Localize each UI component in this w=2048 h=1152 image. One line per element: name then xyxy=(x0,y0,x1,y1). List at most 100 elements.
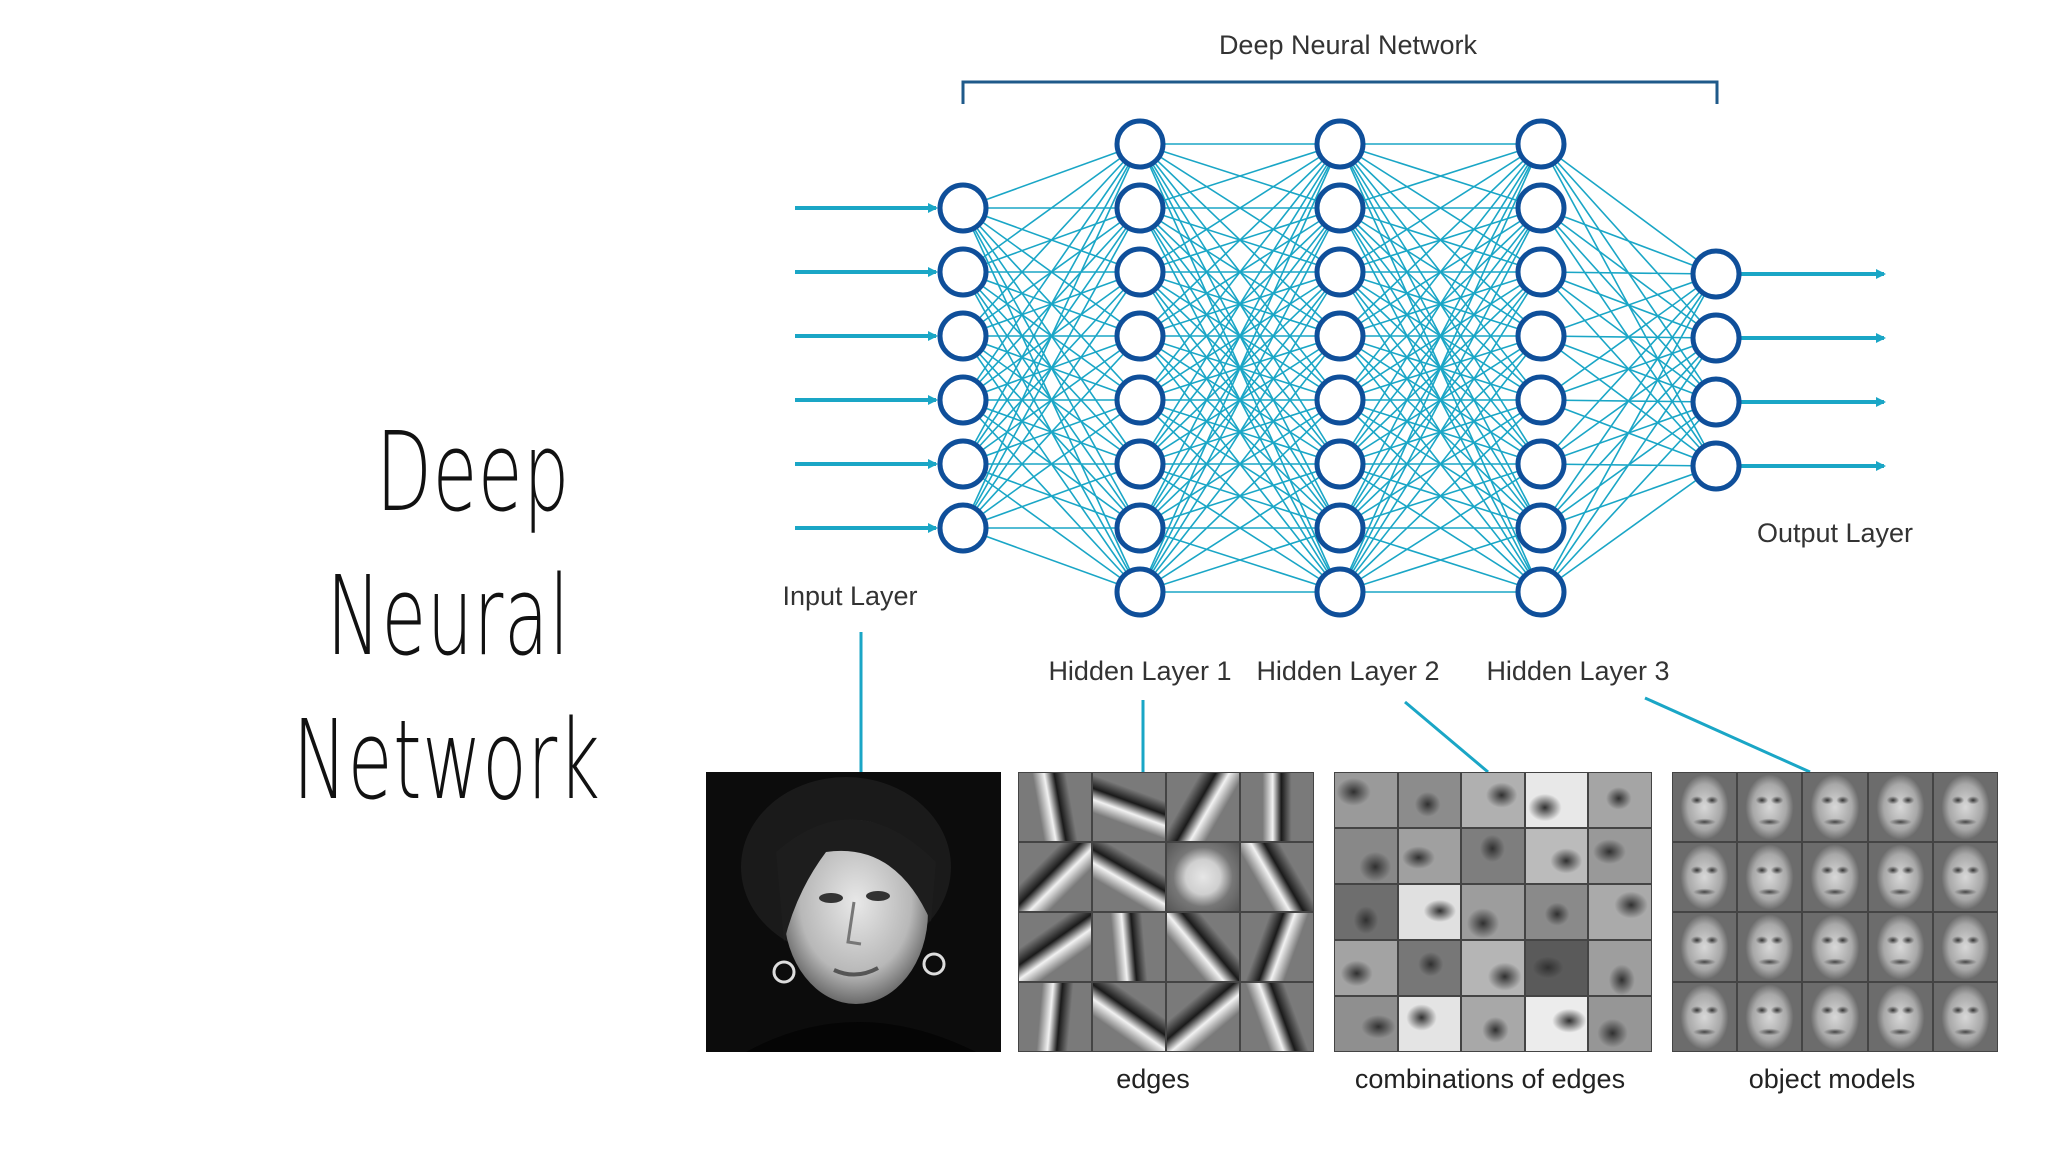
edge-filter-tile xyxy=(1166,772,1240,842)
connection xyxy=(1540,207,1717,275)
neuron-layer-2 xyxy=(1314,246,1366,298)
connection xyxy=(962,463,1141,529)
edge-combination-tile xyxy=(1334,940,1398,996)
connection xyxy=(1540,465,1717,593)
edge-filter-tile xyxy=(1092,912,1166,982)
neuron-layer-3 xyxy=(1515,246,1567,298)
connection xyxy=(962,527,1141,593)
edge-combination-tile xyxy=(1524,772,1589,828)
connection xyxy=(1339,143,1542,593)
caption-object-models: object models xyxy=(1749,1064,1916,1094)
connector-hidden-2 xyxy=(1404,700,1489,774)
hidden-layer-2-label: Hidden Layer 2 xyxy=(1256,656,1439,686)
edge-filter-tile xyxy=(1166,912,1240,982)
neuron-layer-3 xyxy=(1515,118,1567,170)
edge-combination-tile xyxy=(1334,828,1398,884)
connection xyxy=(1339,143,1542,465)
neuron-layer-0 xyxy=(937,502,989,554)
slide-title: Deep Neural Network xyxy=(292,400,601,832)
connection xyxy=(962,207,1141,529)
connection xyxy=(1540,401,1717,593)
title-line-3: Network xyxy=(292,696,601,824)
neuron-layer-1 xyxy=(1114,438,1166,490)
face-model-tile xyxy=(1672,842,1738,912)
neuron-layer-0 xyxy=(937,310,989,362)
edge-combination-tile xyxy=(1397,996,1462,1052)
neuron-layer-1 xyxy=(1114,118,1166,170)
connection xyxy=(1139,143,1341,465)
edge-filter-tile xyxy=(1166,982,1240,1052)
edge-combination-tile xyxy=(1397,828,1462,884)
neuron-layer-1 xyxy=(1114,502,1166,554)
connection xyxy=(1339,207,1542,593)
connection xyxy=(1540,273,1717,465)
combinations-panel xyxy=(1334,772,1652,1052)
face-model-tile xyxy=(1932,912,1998,982)
neuron-layer-0 xyxy=(937,182,989,234)
connection xyxy=(1540,271,1717,275)
caption-edges: edges xyxy=(1116,1064,1190,1094)
caption-combinations: combinations of edges xyxy=(1355,1064,1625,1094)
face-model-tile xyxy=(1867,982,1933,1052)
face-model-tile xyxy=(1737,772,1803,842)
neuron-layer-2 xyxy=(1314,310,1366,362)
edges-panel xyxy=(1018,772,1314,1052)
edge-combination-tile xyxy=(1397,940,1462,996)
connection xyxy=(1339,143,1542,273)
face-model-tile xyxy=(1672,912,1738,982)
connection xyxy=(1540,143,1717,275)
connection xyxy=(1139,143,1341,337)
edge-combination-tile xyxy=(1588,940,1652,996)
connection xyxy=(1139,335,1341,593)
face-photo-icon xyxy=(741,777,976,1052)
edge-combination-tile xyxy=(1461,996,1525,1052)
face-model-tile xyxy=(1932,842,1998,912)
neuron-layer-4 xyxy=(1690,376,1742,428)
neuron-layer-1 xyxy=(1114,374,1166,426)
connection xyxy=(1139,143,1341,593)
network-bracket xyxy=(961,80,1719,104)
edge-filter-tile xyxy=(1018,772,1092,842)
connections xyxy=(962,143,1717,593)
neuron-layer-3 xyxy=(1515,374,1567,426)
connection xyxy=(1339,527,1542,593)
neuron-layer-3 xyxy=(1515,438,1567,490)
connection xyxy=(1339,143,1542,337)
connection xyxy=(1139,207,1341,593)
edge-combination-tile xyxy=(1588,828,1652,884)
neuron-layer-2 xyxy=(1314,182,1366,234)
neuron-layer-4 xyxy=(1690,440,1742,492)
edge-filter-tile xyxy=(1166,842,1240,912)
neuron-layer-3 xyxy=(1515,310,1567,362)
input-photo xyxy=(706,772,1001,1052)
face-model-tile xyxy=(1672,772,1738,842)
neuron-layer-2 xyxy=(1314,374,1366,426)
connection xyxy=(1339,143,1542,209)
neuron-layer-0 xyxy=(937,438,989,490)
connection xyxy=(1540,273,1717,401)
edge-filter-tile xyxy=(1240,982,1314,1052)
neuron-layer-1 xyxy=(1114,246,1166,298)
edge-filter-tile xyxy=(1018,912,1092,982)
connection xyxy=(962,271,1141,529)
edge-filter-tile xyxy=(1092,772,1166,842)
connection xyxy=(1139,143,1341,209)
connection xyxy=(1339,463,1542,593)
face-model-tile xyxy=(1867,772,1933,842)
connection xyxy=(962,143,1141,465)
edge-filter-tile xyxy=(1240,772,1314,842)
connection xyxy=(1139,143,1341,273)
neuron-layer-3 xyxy=(1515,566,1567,618)
neuron-layer-1 xyxy=(1114,566,1166,618)
hidden-layer-1-label: Hidden Layer 1 xyxy=(1048,656,1231,686)
neuron-layer-0 xyxy=(937,246,989,298)
title-line-2: Neural xyxy=(326,552,570,680)
connection xyxy=(962,143,1141,337)
connection xyxy=(962,143,1141,401)
face-model-tile xyxy=(1802,982,1868,1052)
connection xyxy=(962,143,1141,529)
edge-combination-tile xyxy=(1524,884,1589,940)
edge-combination-tile xyxy=(1334,884,1398,940)
edge-combination-tile xyxy=(1461,884,1525,940)
